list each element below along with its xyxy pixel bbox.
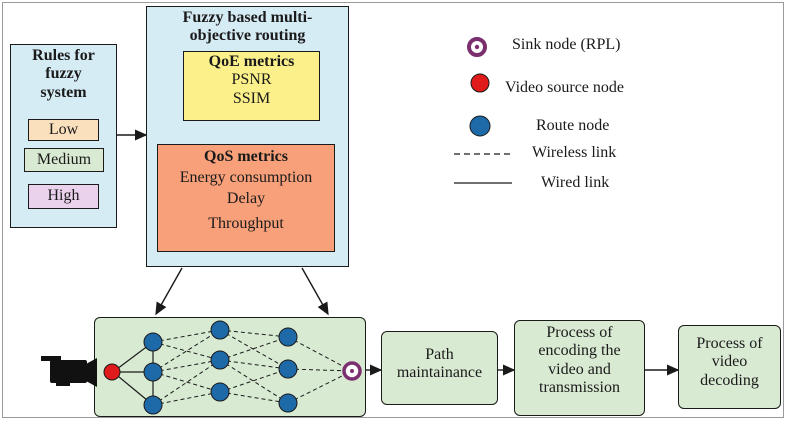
sink-node: [342, 361, 362, 381]
legend-route-label: Route node: [536, 117, 610, 134]
qos-item: Energy consumption: [179, 168, 313, 186]
routing-title-line: Fuzzy based multi-: [182, 9, 313, 26]
video-camera-icon: [41, 356, 97, 387]
path-label-line: maintainance: [396, 364, 483, 382]
encoding-box: Process of encoding the video and transm…: [514, 320, 645, 416]
qos-item: Throughput: [208, 215, 284, 233]
route-node: [210, 350, 230, 370]
decoding-label-line: decoding: [700, 371, 759, 389]
legend-wired-label: Wired link: [541, 174, 610, 191]
wireless-links: [152, 329, 353, 406]
decoding-label-line: video: [711, 353, 748, 371]
arrow-routing-to-network-right: [301, 267, 329, 316]
rules-title: Rules for fuzzy system: [11, 47, 116, 102]
video-source-node-icon: [470, 73, 490, 93]
level-medium: Medium: [24, 148, 104, 172]
encoding-label-line: encoding the: [538, 342, 621, 360]
qoe-item: PSNR: [231, 71, 272, 89]
route-node: [143, 332, 163, 352]
qoe-item: SSIM: [232, 89, 271, 107]
rules-title-line: system: [40, 83, 87, 101]
qoe-box: QoE metrics PSNR SSIM: [183, 51, 320, 121]
path-maintenance-box: Path maintainance: [381, 331, 498, 405]
route-node: [143, 362, 163, 382]
level-high-label: High: [47, 187, 80, 204]
qoe-title: QoE metrics: [208, 53, 295, 70]
level-low-label: Low: [48, 121, 79, 138]
routing-title: Fuzzy based multi- objective routing: [147, 9, 348, 46]
decoding-label-line: Process of: [696, 335, 763, 352]
decoding-box: Process of video decoding: [678, 325, 781, 409]
encoding-label-line: Process of: [546, 324, 613, 341]
video-source-node: [103, 363, 121, 381]
encoding-label-line: video and: [548, 360, 611, 378]
route-node: [278, 327, 298, 347]
route-node: [210, 320, 230, 340]
qos-item: Delay: [226, 189, 266, 207]
rules-title-line: Rules for: [32, 47, 95, 64]
path-label-line: Path: [425, 346, 454, 363]
legend-wireless-label: Wireless link: [532, 144, 617, 161]
route-node: [143, 395, 163, 415]
rules-title-line: fuzzy: [45, 65, 82, 83]
level-high: High: [28, 184, 99, 209]
routing-title-line: objective routing: [189, 27, 306, 45]
route-node: [278, 359, 298, 379]
route-node: [210, 382, 230, 402]
level-medium-label: Medium: [36, 151, 92, 168]
qos-box: QoS metrics Energy consumption Delay Thr…: [157, 144, 335, 252]
sink-node-icon: [467, 37, 487, 57]
arrow-routing-to-network-left: [155, 267, 183, 316]
legend-source-label: Video source node: [505, 79, 624, 96]
route-node: [278, 393, 298, 413]
qos-title: QoS metrics: [204, 148, 288, 165]
network-panel: [94, 317, 366, 417]
level-low: Low: [28, 119, 99, 141]
figure-frame: [2, 2, 784, 418]
encoding-label-line: transmission: [539, 379, 620, 397]
legend-sink-label: Sink node (RPL): [512, 36, 621, 53]
route-node-icon: [469, 115, 491, 137]
